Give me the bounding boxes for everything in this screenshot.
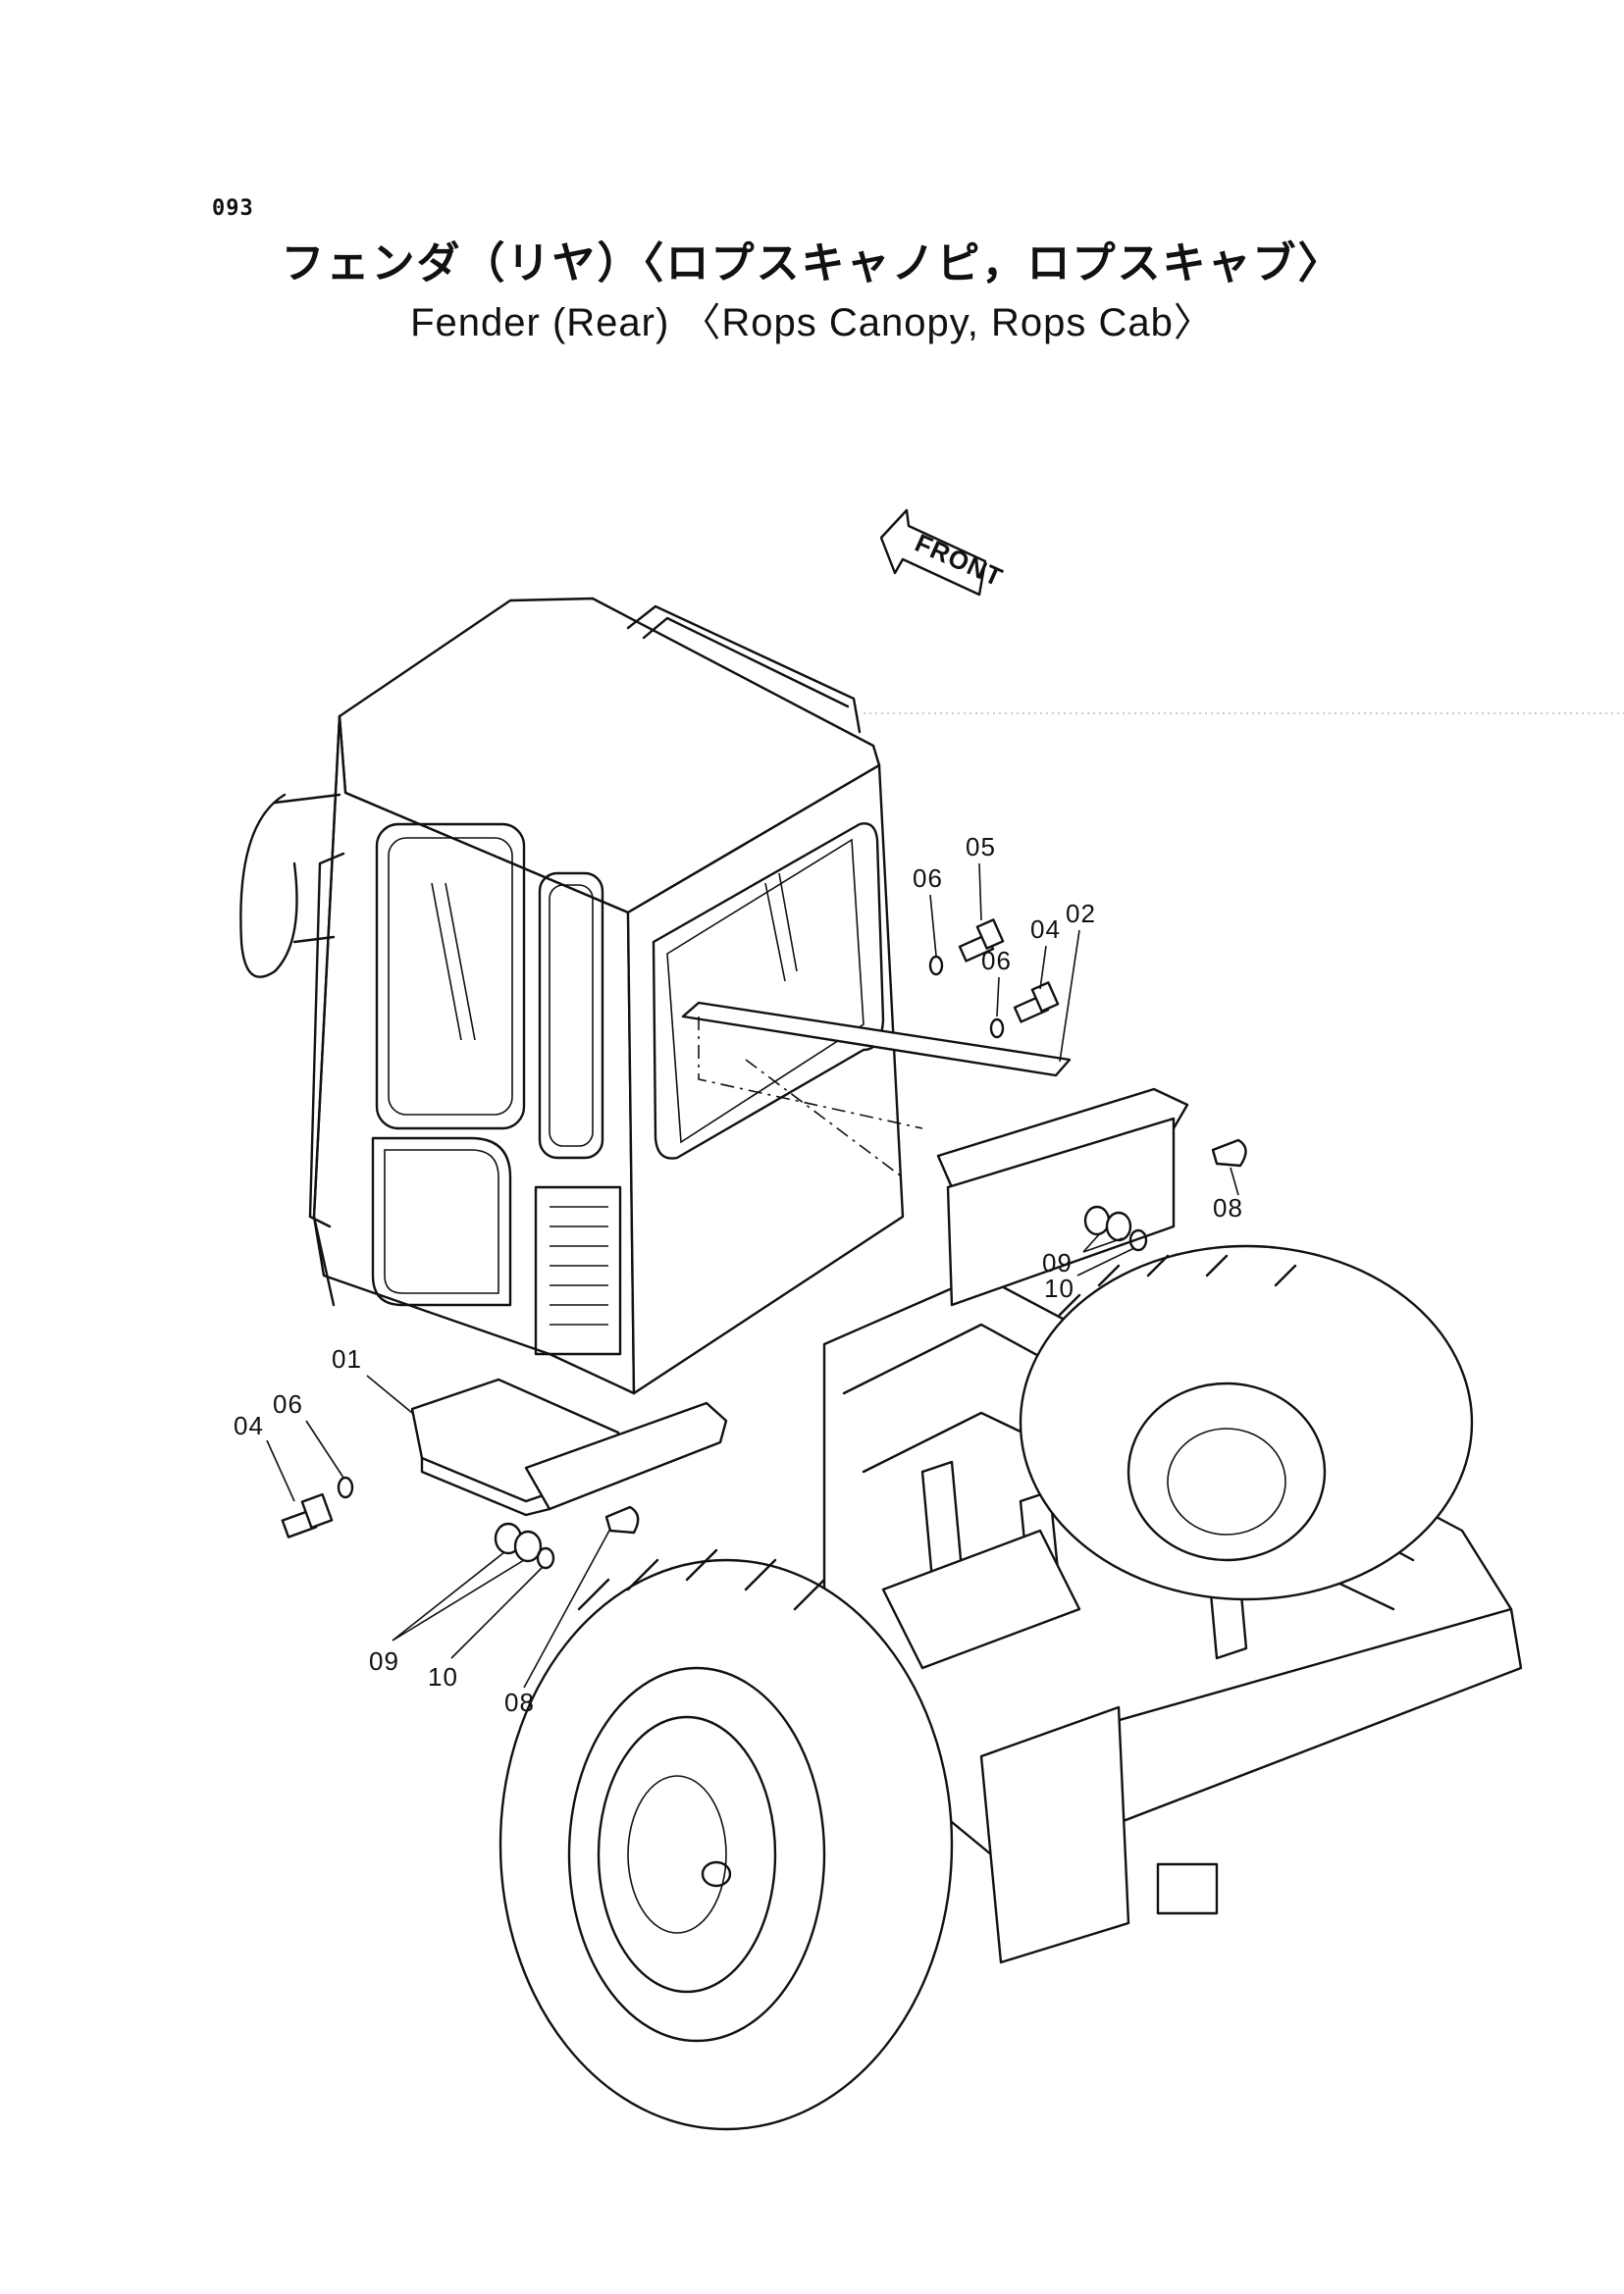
rear-wheel bbox=[1019, 1244, 1474, 1601]
washer-10-left-icon bbox=[536, 1546, 555, 1570]
callout-10-left: 10 bbox=[428, 1662, 458, 1692]
louver-lines bbox=[550, 1206, 608, 1326]
callout-10-right: 10 bbox=[1044, 1274, 1074, 1303]
callout-labels: 05 06 06 04 02 08 09 10 01 06 04 09 10 0… bbox=[234, 832, 1243, 1717]
marker-light-08-right-icon bbox=[1211, 1138, 1247, 1168]
callout-01: 01 bbox=[332, 1344, 362, 1374]
page-number: 093 bbox=[212, 196, 254, 221]
callout-04-top: 04 bbox=[1030, 914, 1061, 944]
nut-09-right-icon bbox=[1083, 1205, 1132, 1242]
washer-10-right-icon bbox=[1128, 1228, 1148, 1252]
washer-06-top-a-icon bbox=[928, 955, 944, 976]
fender-rear-left bbox=[410, 1378, 728, 1517]
nut-09-left-icon bbox=[494, 1522, 543, 1563]
bolt-04-left-icon bbox=[281, 1492, 334, 1538]
leader-lines bbox=[266, 862, 1239, 1689]
bolt-05-icon bbox=[958, 918, 1005, 963]
callout-05-top: 05 bbox=[966, 832, 996, 861]
callout-02: 02 bbox=[1066, 899, 1096, 928]
fender-rear-right bbox=[681, 1001, 1189, 1307]
callout-08-right: 08 bbox=[1213, 1193, 1243, 1223]
rops-cab bbox=[239, 597, 905, 1395]
front-arrow-icon: FRONT bbox=[879, 508, 1008, 597]
marker-light-08-left-icon bbox=[604, 1505, 640, 1535]
callout-08-left: 08 bbox=[504, 1688, 535, 1717]
front-wheel bbox=[498, 1548, 954, 2131]
callout-09-right: 09 bbox=[1042, 1248, 1073, 1277]
callout-06-left: 06 bbox=[273, 1389, 303, 1419]
callout-06-top-b: 06 bbox=[981, 946, 1012, 975]
bolt-04-top-icon bbox=[1013, 981, 1060, 1023]
title-english: Fender (Rear) 〈Rops Canopy, Rops Cab〉 bbox=[410, 301, 1214, 344]
title-japanese: フェンダ（リヤ）〈ロプスキャノピ，ロプスキャブ〉 bbox=[281, 238, 1343, 288]
washer-06-left-icon bbox=[337, 1476, 354, 1499]
callout-09-left: 09 bbox=[369, 1646, 399, 1676]
washer-06-top-b-icon bbox=[989, 1017, 1005, 1039]
callout-04-left: 04 bbox=[234, 1411, 264, 1440]
callout-06-top-a: 06 bbox=[913, 863, 943, 893]
